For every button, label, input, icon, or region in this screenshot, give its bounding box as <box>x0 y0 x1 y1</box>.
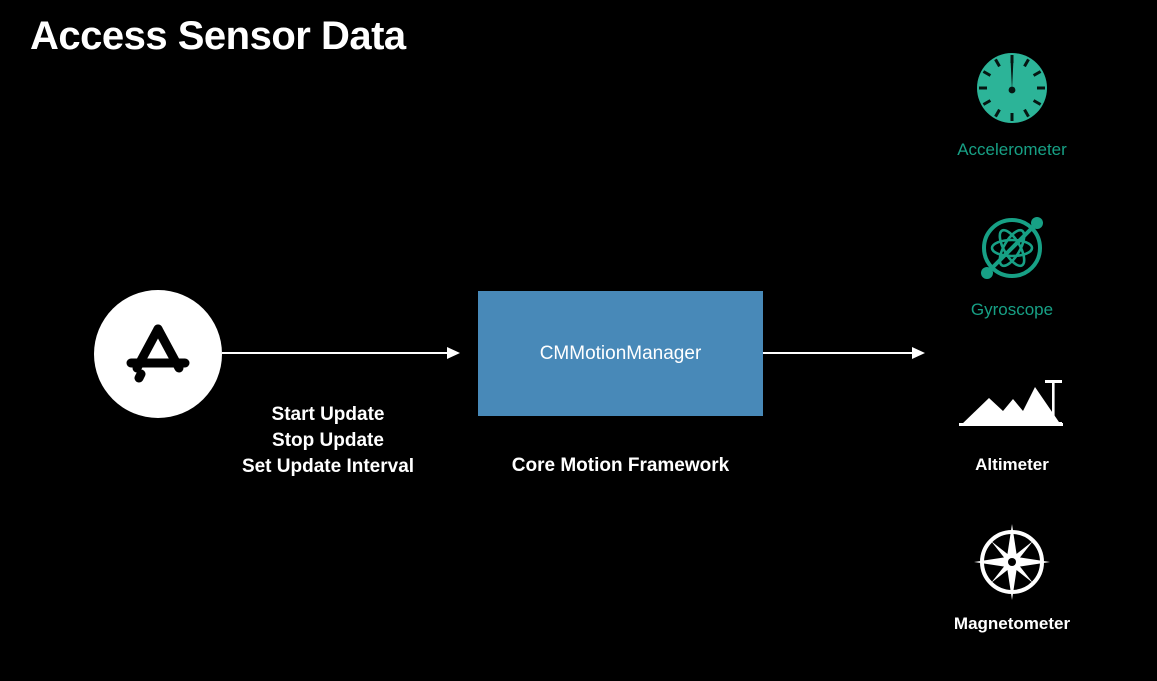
arrow-head-icon <box>912 347 925 359</box>
framework-box-label: CMMotionManager <box>539 342 702 364</box>
app-action-item: Stop Update <box>272 430 384 451</box>
app-node <box>94 290 222 418</box>
sensor-icon-wrapper <box>912 208 1112 288</box>
app-action-item: Set Update Interval <box>241 456 415 477</box>
arrow-framework-to-sensors <box>763 347 925 359</box>
sensor-label: Altimeter <box>975 455 1049 474</box>
app-action-item: Start Update <box>271 404 385 425</box>
app-actions-list: Start Update Stop Update Set Update Inte… <box>182 402 474 480</box>
arrow-app-to-framework <box>222 347 460 359</box>
sensor-magnetometer: Magnetometer <box>912 522 1112 634</box>
framework-box: CMMotionManager <box>478 291 763 416</box>
arrow-shaft <box>763 352 913 354</box>
framework-caption: Core Motion Framework <box>511 455 730 476</box>
gauge-icon <box>977 53 1047 123</box>
sensor-gyroscope: Gyroscope <box>912 208 1112 320</box>
sensor-icon-wrapper <box>912 522 1112 602</box>
app-node-circle <box>94 290 222 418</box>
sensor-label: Magnetometer <box>953 614 1071 633</box>
page-title: Access Sensor Data <box>30 14 406 58</box>
sensor-accelerometer: Accelerometer <box>912 48 1112 160</box>
arrow-shaft <box>222 352 448 354</box>
compass-rose-icon <box>974 524 1050 600</box>
sensor-label: Accelerometer <box>957 140 1067 159</box>
app-store-icon <box>126 324 190 383</box>
sensor-icon-wrapper <box>912 48 1112 128</box>
arrow-head-icon <box>447 347 460 359</box>
sensor-label: Gyroscope <box>970 300 1054 319</box>
sensor-altimeter: Altimeter <box>912 363 1112 475</box>
mountain-ruler-icon <box>959 380 1063 426</box>
gyroscope-atom-icon <box>981 217 1043 279</box>
sensor-icon-wrapper <box>912 363 1112 443</box>
